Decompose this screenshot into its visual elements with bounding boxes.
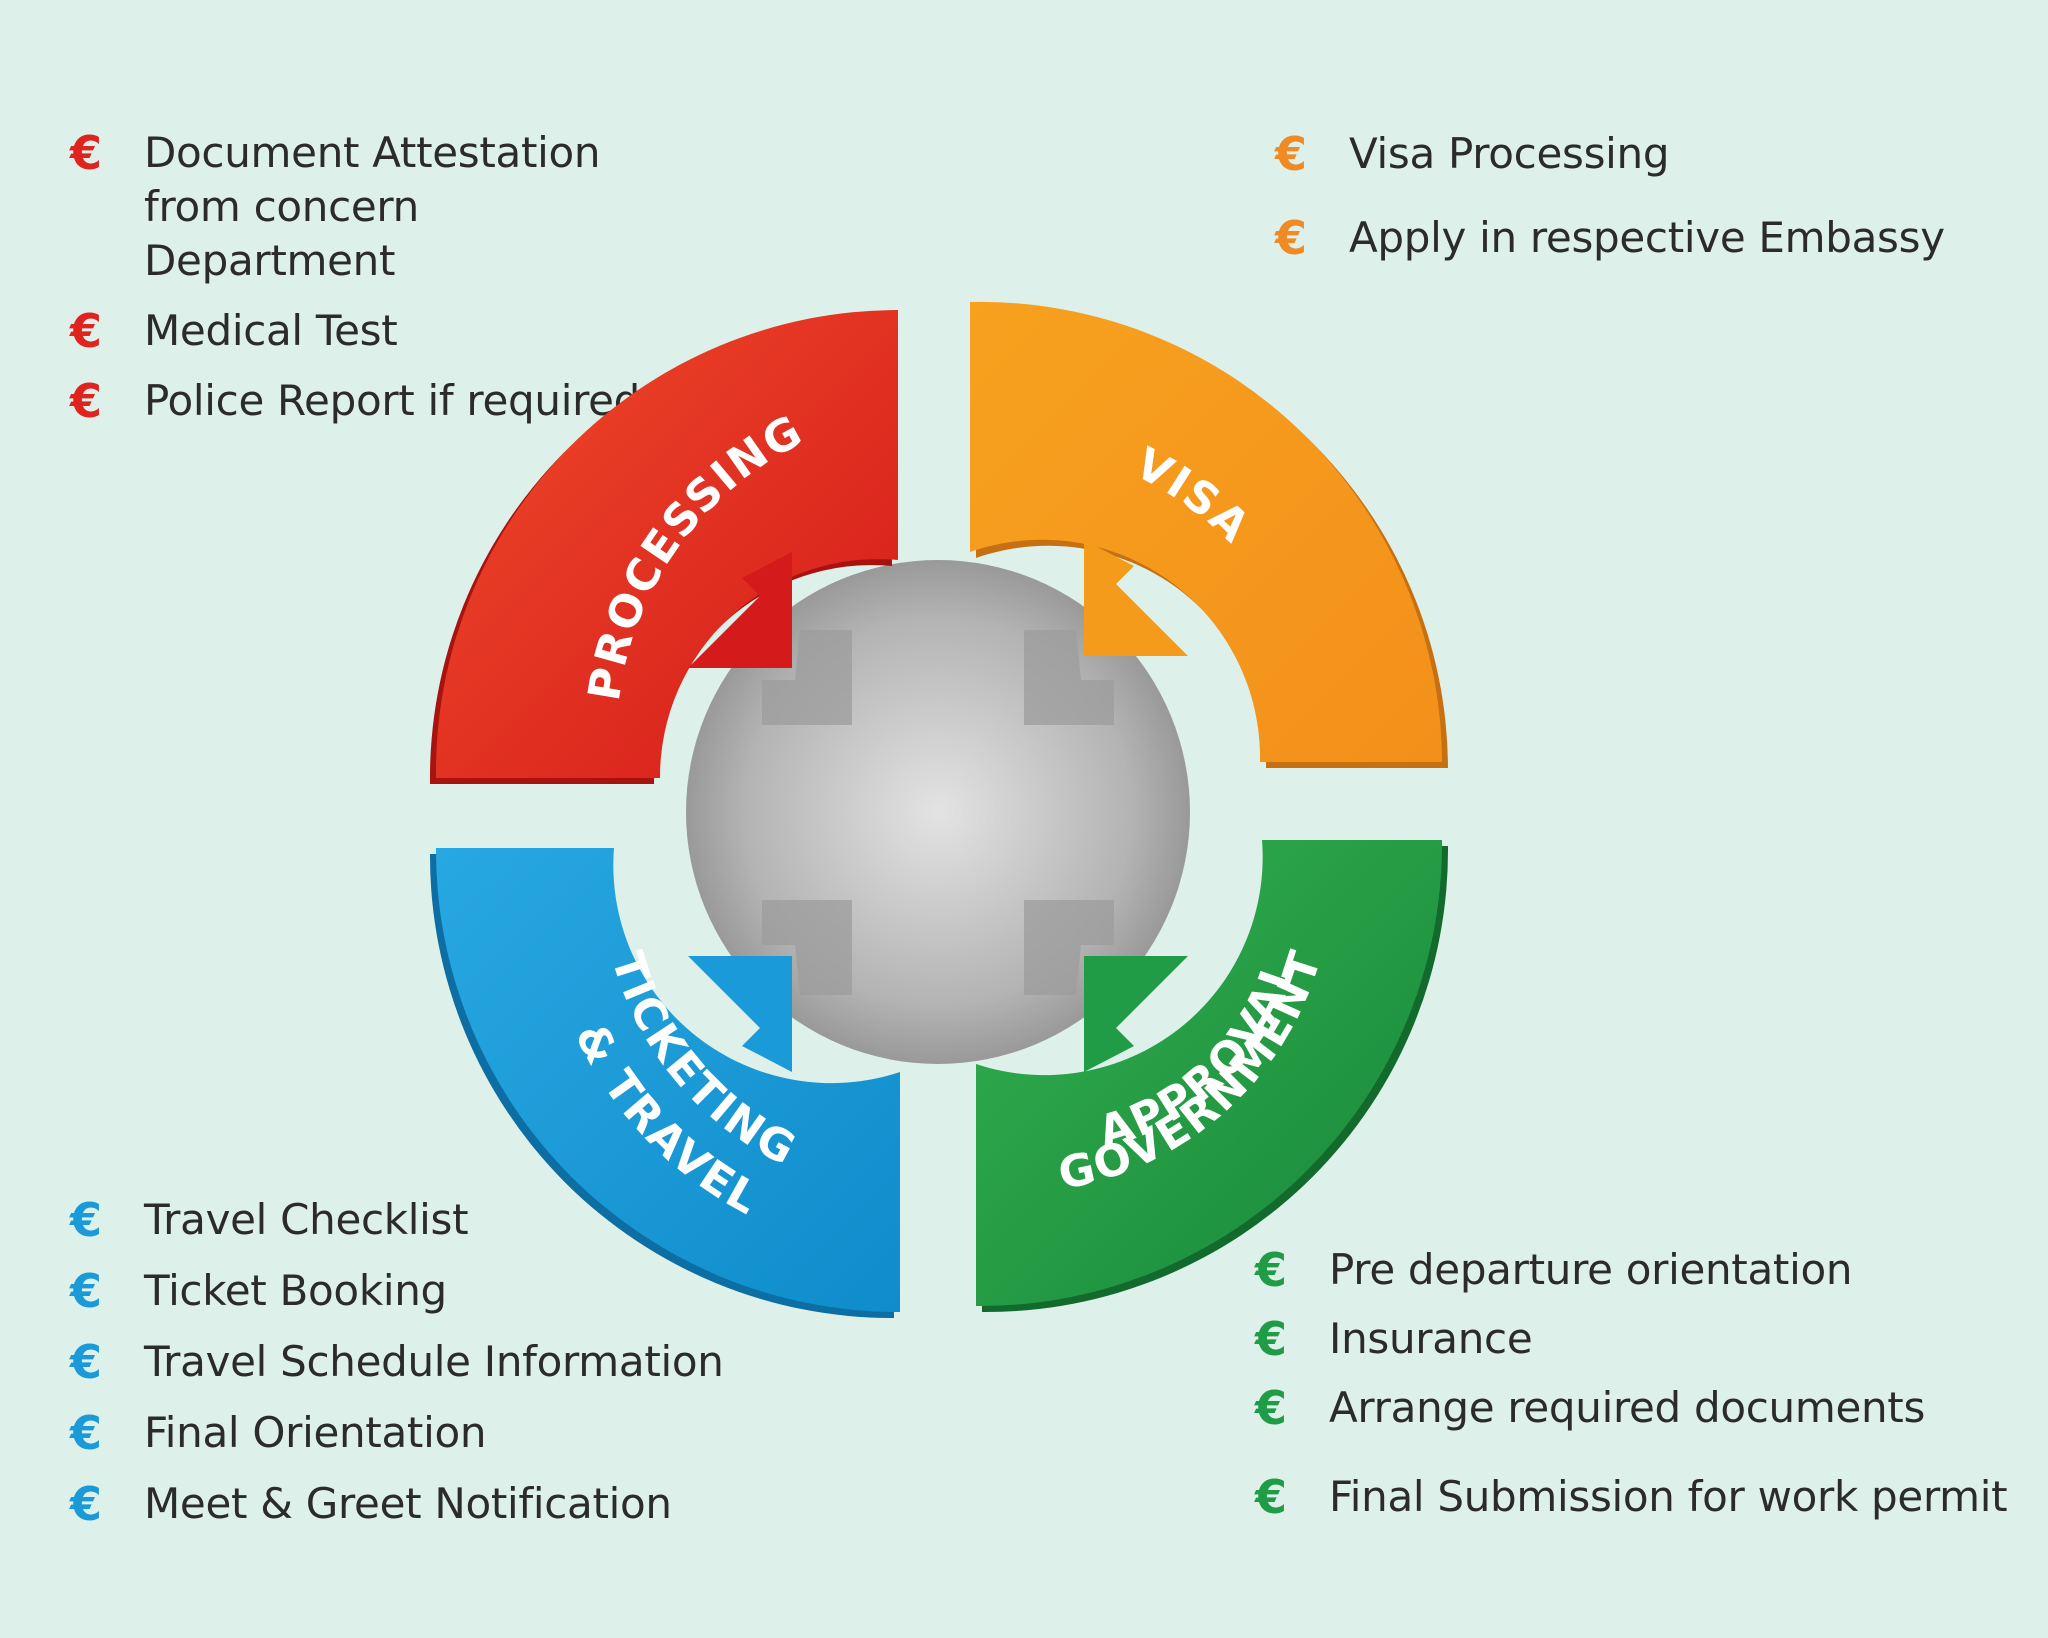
list-item: € Insurance [1255,1312,2007,1366]
list-item-text: Police Report if required [144,376,641,425]
euro-bullet-icon: € [70,126,102,180]
euro-bullet-icon: € [70,1264,102,1318]
list-item-text: Arrange required documents [1329,1383,1926,1432]
hub-arrows-icon [762,630,1114,995]
list-item: € Meet & Greet Notification [70,1477,724,1531]
euro-bullet-icon: € [1255,1470,1287,1524]
list-item-text: Ticket Booking [144,1266,447,1315]
list-item-text: Pre departure orientation [1329,1245,1853,1294]
visa-list: € Visa Processing € Apply in respective Em… [1275,127,1945,295]
processing-segment [429,310,898,784]
government-list: € Pre departure orientation € Insurance € A… [1255,1243,2008,1539]
list-item-text: Travel Schedule Information [144,1337,724,1386]
list-item: € Visa Processing [1275,127,1945,181]
euro-bullet-icon: € [1255,1243,1287,1297]
euro-bullet-icon: € [70,1193,102,1247]
euro-bullet-icon: € [1255,1381,1287,1435]
euro-bullet-icon: € [70,1477,102,1531]
list-item: € Travel Schedule Information [70,1335,724,1389]
list-item: € Police Report if required [70,374,664,428]
euro-bullet-icon: € [70,304,102,358]
visa-arrow-icon [1084,540,1188,656]
list-item: € Arrange required documents [1255,1381,2007,1435]
ticketing-arrow-icon [688,956,792,1072]
list-item-text: Final Submission for work permit [1329,1472,2008,1521]
list-item: € Final Orientation [70,1406,724,1460]
list-item-text: Travel Checklist [144,1195,469,1244]
list-item: € Final Submission for work permit [1255,1470,2008,1524]
list-item-text: Final Orientation [144,1408,487,1457]
euro-bullet-icon: € [70,1335,102,1389]
visa-segment [970,301,1448,768]
list-item-text: Visa Processing [1349,129,1670,178]
list-item-text: Apply in respective Embassy [1349,213,1945,262]
list-item: € Apply in respective Embassy [1275,211,1945,265]
list-item-text: Insurance [1329,1314,1533,1363]
euro-bullet-icon: € [1255,1312,1287,1366]
list-item: € Travel Checklist [70,1193,724,1247]
euro-bullet-icon: € [1275,127,1307,181]
euro-bullet-icon: € [70,374,102,428]
list-item-text: Medical Test [144,306,398,355]
list-item: € Pre departure orientation [1255,1243,2007,1297]
list-item-text: Meet & Greet Notification [144,1479,672,1528]
euro-bullet-icon: € [70,1406,102,1460]
government-segment [976,840,1449,1313]
list-item: € Ticket Booking [70,1264,724,1318]
list-item: € Medical Test [70,304,664,358]
government-arrow-icon [1084,956,1188,1072]
ticketing-segment [429,848,900,1319]
processing-arrow-icon [688,552,792,668]
processing-list: € Document Attestation from concern Depar… [70,126,664,444]
ticketing-list: € Travel Checklist € Ticket Booking € Trave… [70,1193,724,1548]
list-item-text: Document Attestation from concern Depart… [144,128,601,285]
list-item: € Document Attestation from concern Depar… [70,126,664,288]
euro-bullet-icon: € [1275,211,1307,265]
